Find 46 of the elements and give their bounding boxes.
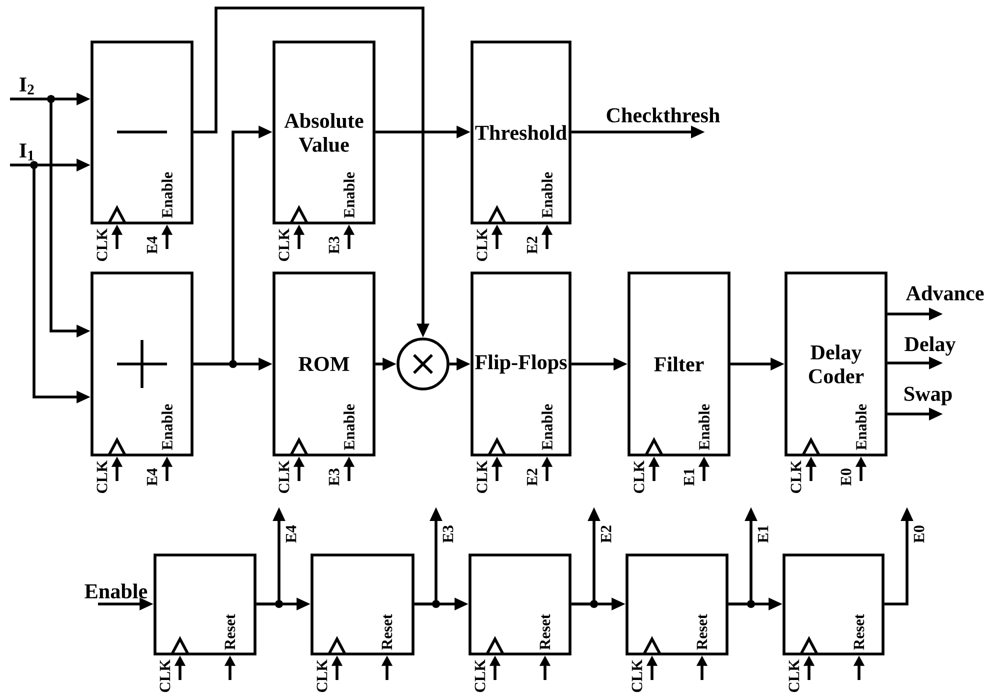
pin-label: Reset (540, 614, 550, 650)
signal-label: CLK (316, 659, 328, 692)
signal-label: CLK (476, 460, 488, 494)
signal-label: Delay (904, 336, 956, 356)
signal-label: E1 (758, 526, 768, 543)
signal-label: E0 (914, 526, 924, 543)
pin-label: Enable (542, 404, 552, 450)
signal-label: E4 (146, 468, 158, 486)
signal-label: CLK (96, 228, 108, 262)
signal-label: E0 (840, 468, 852, 486)
signal-label: E3 (328, 468, 340, 486)
pin-label: Enable (856, 404, 866, 450)
signal-label: CLK (278, 228, 290, 262)
pin-label: Reset (696, 614, 708, 650)
signal-label: CLK (278, 460, 290, 494)
signal-label: E3 (328, 236, 340, 254)
signal-label: CLK (96, 460, 108, 494)
signal-label: CLK (788, 659, 800, 692)
signal-label: E2 (526, 468, 538, 486)
signal-label: E1 (684, 468, 694, 486)
signal-label: CLK (632, 659, 642, 692)
signal-label: I$_{2}$ (20, 78, 34, 94)
signal-label: CLK (160, 659, 170, 692)
signal-label: CLK (474, 659, 486, 692)
pin-label: Enable (698, 404, 710, 450)
signal-label: E4 (286, 525, 296, 543)
signal-label: E3 (442, 526, 454, 543)
signal-label: CLK (634, 460, 644, 494)
pin-label: Enable (344, 172, 354, 218)
pin-label: Enable (162, 404, 172, 450)
signal-label: E4 (146, 236, 158, 254)
pin-label: Enable (542, 172, 552, 218)
pin-label: Reset (224, 614, 236, 650)
pin-label: Enable (162, 172, 172, 218)
signal-label: Checkthresh (606, 108, 720, 122)
pin-label: Reset (382, 614, 392, 650)
signal-label: Advance (906, 286, 984, 300)
signal-label: Swap (904, 386, 952, 406)
signal-label: E2 (526, 236, 538, 254)
signal-label: I$_{1}$ (20, 144, 34, 160)
signal-label: CLK (476, 228, 488, 262)
signal-label: Enable (84, 584, 148, 598)
signal-label: CLK (790, 460, 802, 494)
signal-label: E2 (600, 526, 612, 543)
pin-label: Reset (854, 614, 864, 650)
pin-label: Enable (344, 404, 354, 450)
